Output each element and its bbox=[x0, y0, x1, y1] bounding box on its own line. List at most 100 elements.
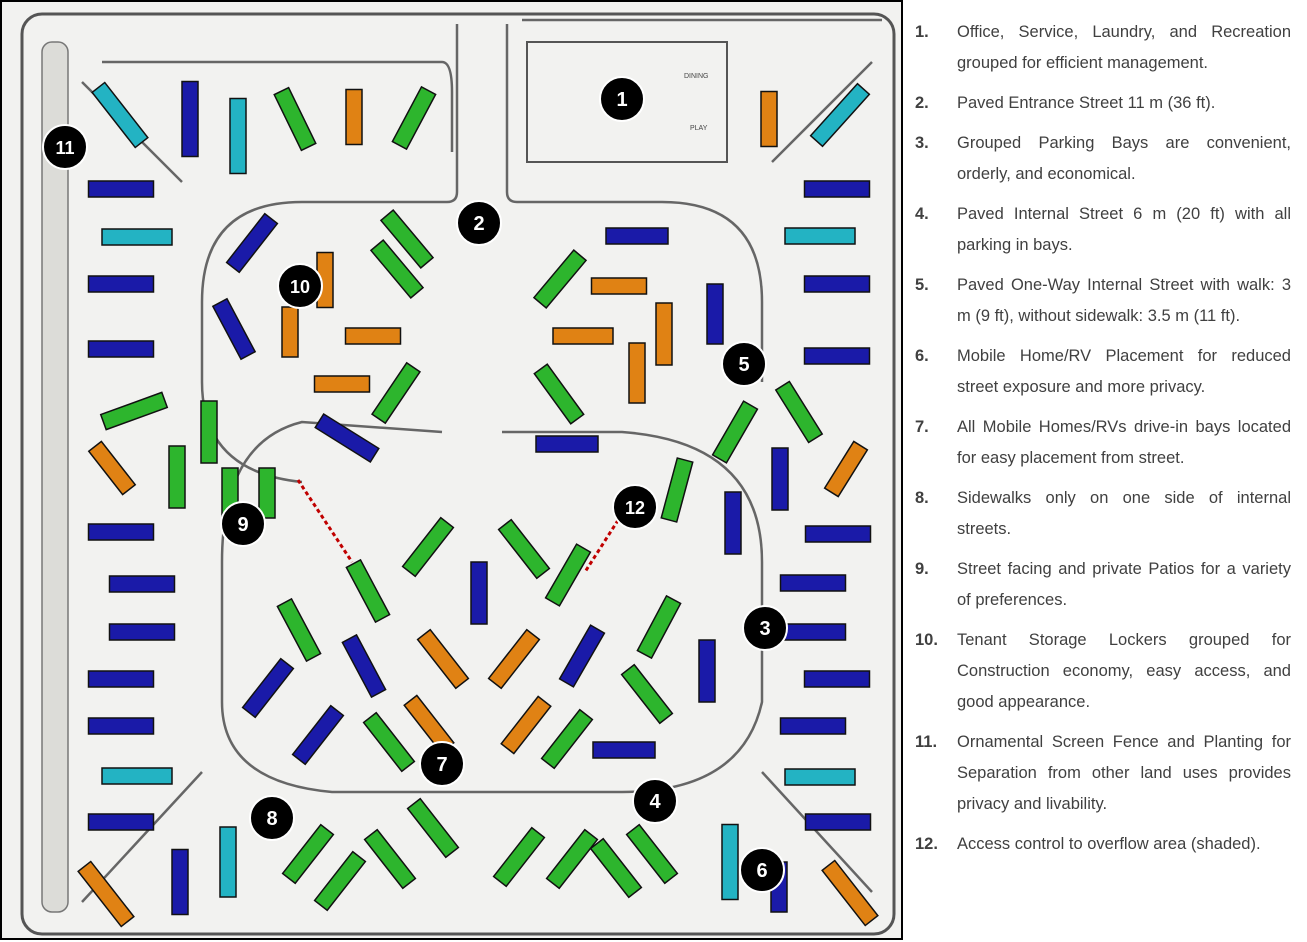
unit-teal-22 bbox=[101, 767, 173, 785]
marker-circle bbox=[632, 778, 678, 824]
unit-blue-18 bbox=[108, 575, 176, 593]
legend-number: 7. bbox=[915, 418, 929, 436]
unit-green-86 bbox=[540, 708, 594, 770]
access-line-12 bbox=[583, 513, 624, 573]
unit-blue-11 bbox=[87, 275, 155, 293]
unit-orange-41 bbox=[655, 302, 673, 366]
marker-label: 5 bbox=[738, 354, 749, 376]
legend-text: Grouped Parking Bays are convenient, ord… bbox=[957, 134, 1291, 183]
unit-green-15 bbox=[168, 445, 186, 509]
unit-blue-2 bbox=[181, 80, 199, 158]
marker-circle bbox=[456, 200, 502, 246]
unit-teal-8 bbox=[809, 82, 871, 148]
unit-blue-56 bbox=[804, 525, 872, 543]
legend-text: All Mobile Homes/RVs drive-in bays locat… bbox=[957, 418, 1291, 467]
unit-orange-51 bbox=[823, 440, 869, 498]
legend-number: 11. bbox=[915, 733, 938, 751]
marker-label: 8 bbox=[266, 808, 277, 830]
unit-teal-3 bbox=[229, 97, 247, 175]
legend-text: Ornamental Screen Fence and Planting for… bbox=[957, 733, 1291, 813]
unit-orange-29 bbox=[281, 306, 299, 358]
unit-orange-7 bbox=[760, 90, 778, 148]
unit-orange-77 bbox=[487, 628, 541, 690]
unit-teal-61 bbox=[784, 768, 856, 786]
marker-1: 1 bbox=[599, 76, 645, 122]
legend-text: Paved Entrance Street 11 m (36 ft). bbox=[957, 94, 1216, 112]
unit-blue-80 bbox=[241, 657, 295, 719]
unit-orange-76 bbox=[416, 628, 470, 690]
unit-orange-16 bbox=[87, 440, 137, 496]
plan-label-dining: DINING bbox=[684, 73, 709, 80]
marker-circle bbox=[739, 847, 785, 893]
unit-green-47 bbox=[774, 380, 824, 444]
legend-item: 12.Access control to overflow area (shad… bbox=[915, 829, 1291, 860]
unit-blue-27 bbox=[225, 212, 279, 274]
unit-orange-5 bbox=[345, 88, 363, 146]
marker-label: 3 bbox=[759, 618, 770, 640]
unit-blue-40 bbox=[706, 283, 724, 345]
legend-number: 2. bbox=[915, 94, 929, 112]
legend-number: 1. bbox=[915, 23, 929, 41]
unit-orange-24 bbox=[77, 860, 135, 928]
marker-3: 3 bbox=[742, 605, 788, 651]
unit-orange-42 bbox=[552, 327, 614, 345]
marker-5: 5 bbox=[721, 341, 767, 387]
unit-green-68 bbox=[345, 558, 391, 624]
unit-green-30 bbox=[379, 209, 435, 269]
unit-blue-79 bbox=[698, 639, 716, 703]
unit-blue-17 bbox=[87, 523, 155, 541]
marker-label: 11 bbox=[55, 138, 74, 158]
unit-green-88 bbox=[281, 823, 335, 885]
unit-orange-33 bbox=[344, 327, 402, 345]
legend-item: 7. All Mobile Homes/RVs drive-in bays loc… bbox=[915, 412, 1291, 474]
unit-green-89 bbox=[313, 850, 367, 912]
legend-item: 11. Ornamental Screen Fence and Planting … bbox=[915, 727, 1291, 820]
legend-text: Office, Service, Laundry, and Recreation… bbox=[957, 23, 1291, 72]
unit-blue-9 bbox=[87, 180, 155, 198]
unit-blue-19 bbox=[108, 623, 176, 641]
legend-text: Paved One-Way Internal Street with walk:… bbox=[957, 276, 1291, 325]
marker-label: 9 bbox=[237, 514, 248, 536]
unit-green-90 bbox=[363, 828, 417, 890]
legend-text: Paved Internal Street 6 m (20 ft) with a… bbox=[957, 205, 1291, 254]
legend-number: 6. bbox=[915, 347, 929, 365]
access-line-9 bbox=[296, 479, 354, 563]
unit-green-50 bbox=[660, 457, 694, 523]
marker-circle bbox=[42, 124, 88, 170]
unit-orange-83 bbox=[500, 695, 552, 755]
unit-orange-34 bbox=[313, 375, 371, 393]
marker-circle bbox=[612, 484, 658, 530]
marker-circle bbox=[220, 501, 266, 547]
marker-2: 2 bbox=[456, 200, 502, 246]
unit-green-69 bbox=[401, 516, 455, 578]
unit-blue-58 bbox=[779, 623, 847, 641]
marker-label: 12 bbox=[625, 498, 645, 518]
marker-4: 4 bbox=[632, 778, 678, 824]
unit-blue-70 bbox=[470, 561, 488, 625]
unit-green-71 bbox=[497, 518, 551, 580]
marker-9: 9 bbox=[220, 501, 266, 547]
unit-blue-32 bbox=[211, 297, 257, 361]
unit-green-13 bbox=[99, 391, 169, 431]
unit-teal-53 bbox=[784, 227, 856, 245]
marker-8: 8 bbox=[249, 795, 295, 841]
legend-number: 8. bbox=[915, 489, 929, 507]
unit-teal-26 bbox=[219, 826, 237, 898]
legend-item: 6.Mobile Home/RV Placement for reduced s… bbox=[915, 341, 1291, 403]
unit-green-44 bbox=[533, 363, 585, 425]
marker-circle bbox=[419, 741, 465, 787]
unit-blue-62 bbox=[804, 813, 872, 831]
legend-text: Sidewalks only on one side of internal s… bbox=[957, 489, 1291, 538]
unit-teal-65 bbox=[721, 823, 739, 901]
marker-7: 7 bbox=[419, 741, 465, 787]
unit-green-38 bbox=[532, 249, 588, 309]
unit-blue-55 bbox=[803, 347, 871, 365]
legend-item: 3. Grouped Parking Bays are convenient, o… bbox=[915, 128, 1291, 190]
legend-item: 1. Office, Service, Laundry, and Recreati… bbox=[915, 17, 1291, 79]
legend-number: 9. bbox=[915, 560, 929, 578]
unit-green-95 bbox=[625, 823, 679, 885]
marker-label: 6 bbox=[756, 860, 767, 882]
legend-number: 3. bbox=[915, 134, 929, 152]
